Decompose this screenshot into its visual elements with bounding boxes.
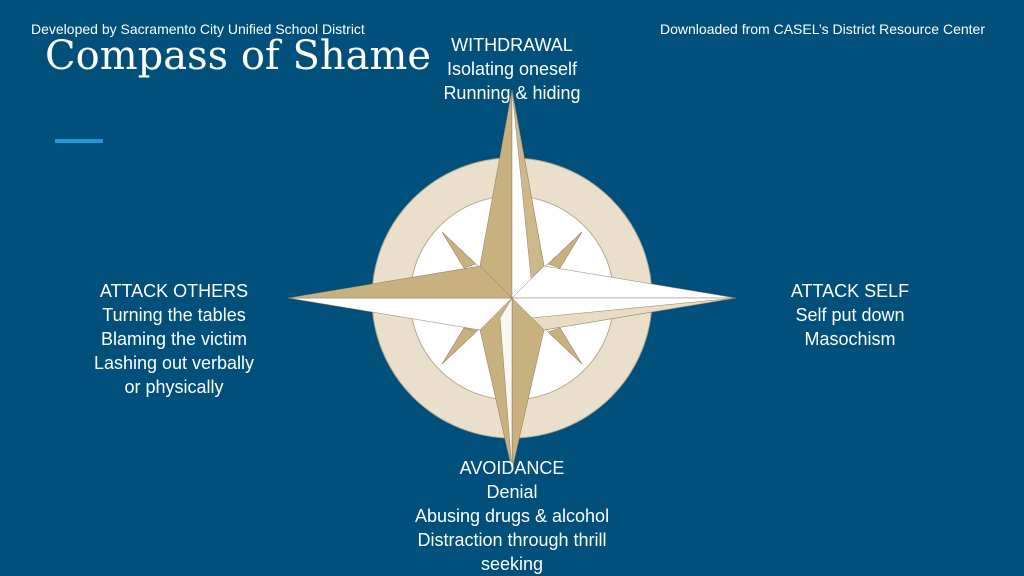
attack-others-line: or physically [124, 377, 224, 397]
developer-credit: Developed by Sacramento City Unified Sch… [31, 21, 365, 37]
avoidance-line: Distraction through thrill [417, 530, 607, 550]
attack-others-line: Blaming the victim [100, 329, 248, 349]
avoidance-heading: AVOIDANCE [459, 458, 565, 478]
slide-title: Compass of Shame [45, 33, 432, 79]
attack-self-heading: ATTACK SELF [790, 281, 910, 301]
avoidance-line: Abusing drugs & alcohol [414, 506, 610, 526]
attack-others-heading: ATTACK OTHERS [99, 281, 249, 301]
attack-others-line: Lashing out verbally [93, 353, 255, 373]
attack-others-block: ATTACK OTHERS Turning the tables Blaming… [64, 279, 284, 399]
attack-self-line: Self put down [795, 305, 905, 325]
source-credit: Downloaded from CASEL’s District Resourc… [660, 21, 985, 37]
compass-cardinal-points [287, 89, 737, 471]
attack-self-line: Masochism [804, 329, 896, 349]
avoidance-line: seeking [480, 554, 544, 574]
attack-self-block: ATTACK SELF Self put down Masochism [740, 279, 960, 351]
withdrawal-heading: WITHDRAWAL [451, 35, 573, 55]
title-accent-bar [55, 139, 103, 143]
avoidance-block: AVOIDANCE Denial Abusing drugs & alcohol… [392, 456, 632, 576]
attack-others-line: Turning the tables [102, 305, 246, 325]
withdrawal-block: WITHDRAWAL Isolating oneself Running & h… [412, 33, 612, 105]
withdrawal-line: Running & hiding [443, 83, 581, 103]
avoidance-line: Denial [486, 482, 538, 502]
withdrawal-line: Isolating oneself [446, 59, 578, 79]
